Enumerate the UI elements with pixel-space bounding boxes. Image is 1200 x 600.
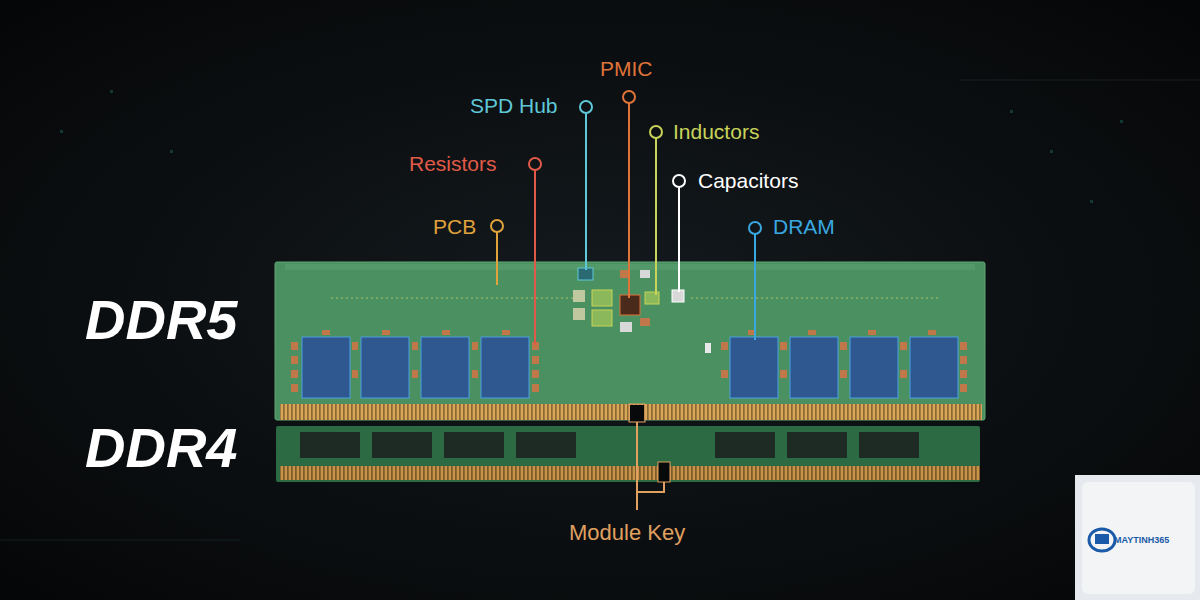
resistor-arrays	[291, 330, 967, 392]
module-title: DDR4	[85, 420, 237, 476]
part-label: SPD Hub	[470, 95, 558, 116]
watermark-box	[1075, 475, 1200, 600]
part-label: Capacitors	[698, 170, 798, 191]
ddr4-module	[276, 426, 980, 482]
watermark: MAYTINH365	[1114, 536, 1169, 545]
part-label: Resistors	[409, 153, 497, 174]
dram-chips	[302, 337, 958, 398]
background-circuit	[0, 80, 1200, 540]
part-label: PMIC	[600, 58, 653, 79]
capacitor-symbol	[705, 343, 711, 353]
part-label: Inductors	[673, 121, 759, 142]
module-title: DDR5	[85, 292, 237, 348]
leader-lines	[491, 91, 761, 510]
part-label: PCB	[433, 216, 476, 237]
part-label: Module Key	[569, 522, 685, 544]
part-label: DRAM	[773, 216, 835, 237]
